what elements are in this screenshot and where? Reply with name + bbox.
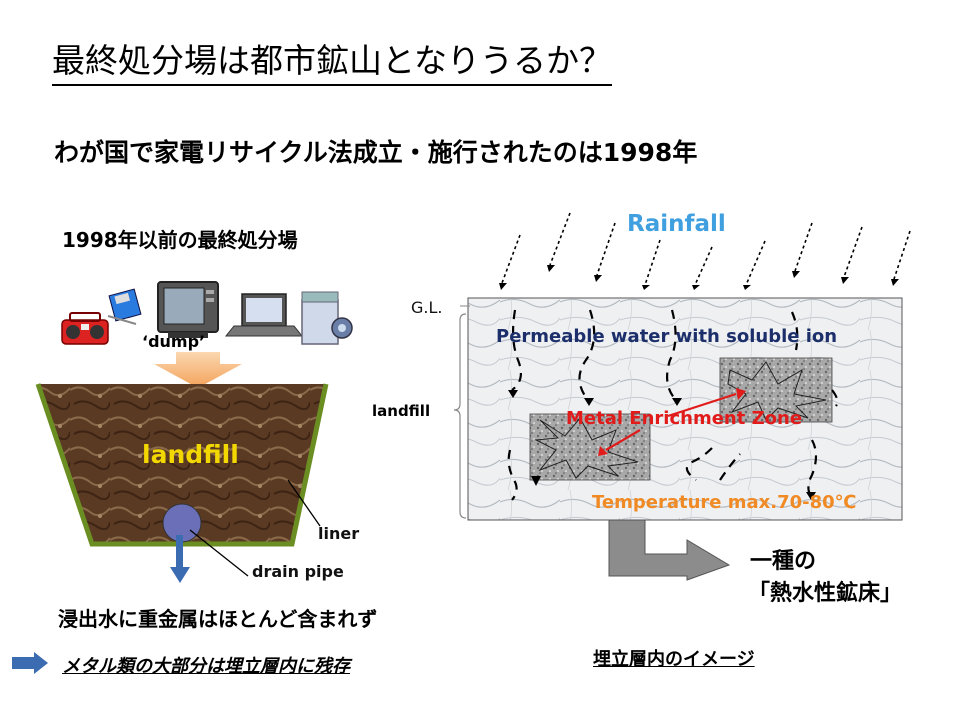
permeable-water-label: Permeable water with soluble ion [496, 326, 838, 347]
subtitle: わが国で家電リサイクル法成立・施行されたのは1998年 [54, 138, 698, 167]
image-caption: 埋立層内のイメージ [593, 649, 755, 670]
ore-label-line2: 「熱水性鉱床」 [748, 581, 903, 606]
landfill-soil [38, 384, 326, 544]
left-panel-heading: 1998年以前の最終処分場 [62, 228, 298, 252]
liner-line [35, 383, 329, 547]
metal-enrichment-label: Metal Enrichment Zone [566, 408, 803, 429]
drain-pipe-label: drain pipe [252, 562, 344, 581]
landfill-section-diagram [453, 297, 903, 521]
rainfall-label: Rainfall [627, 211, 726, 237]
boombox-icon [61, 312, 109, 345]
remaining-metals-text: メタル類の大部分は埋立層内に残存 [62, 656, 350, 677]
landfill-label-left: landfill [142, 440, 239, 469]
leachate-text: 浸出水に重金属はほとんど含まれず [58, 607, 378, 631]
page-title: 最終処分場は都市鉱山となりうるか？ [52, 34, 613, 86]
television-icon [157, 281, 219, 338]
leachate-arrow-icon [170, 535, 190, 583]
dump-arrow-icon [154, 352, 242, 388]
rain-arrows-icon [499, 212, 911, 290]
bent-arrow-icon [608, 520, 731, 581]
temperature-label: Temperature max.70-80℃ [592, 492, 857, 513]
ore-label-line1: 一種の [750, 549, 817, 574]
liner-label: liner [318, 524, 360, 543]
landfill-pit-diagram [35, 383, 329, 577]
laptop-icon [224, 293, 304, 337]
appliance-icons-group [61, 281, 353, 345]
floppy-disk-icon [107, 288, 142, 325]
washing-machine-icon [301, 291, 353, 345]
landfill-label-right: landfill [372, 402, 431, 420]
right-arrow-icon [12, 652, 48, 674]
ground-level-label: G.L. [411, 298, 443, 317]
dump-label: ‘dump’ [142, 332, 206, 351]
